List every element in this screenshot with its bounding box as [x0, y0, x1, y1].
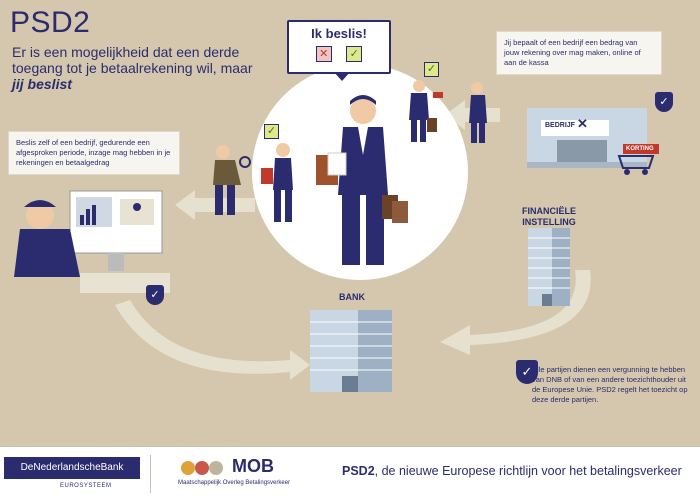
financial-institution-building	[528, 228, 570, 306]
approve-box-icon: ✓	[346, 46, 363, 62]
bank-building	[310, 310, 392, 392]
tagline-emphasis: PSD2	[342, 464, 375, 478]
dnb-subtitle: EUROSYSTEEM	[60, 483, 112, 489]
checkmark-icon: ✓	[424, 62, 439, 77]
subtitle-emphasis: jij beslist	[12, 76, 72, 92]
subtitle-text: Er is een mogelijkheid dat een derde toe…	[12, 44, 253, 76]
page-title: PSD2	[10, 6, 91, 39]
bubble-title: Ik beslis!	[311, 26, 367, 41]
footer-divider	[150, 455, 151, 493]
label-line-2: INSTELLING	[522, 217, 576, 227]
shield-check-icon: ✓	[146, 285, 164, 305]
infographic: PSD2 Er is een mogelijkheid dat een derd…	[8, 6, 688, 404]
tagline-text: , de nieuwe Europese richtlijn voor het …	[374, 464, 682, 478]
shop-sign-text: BEDRIJF	[545, 122, 575, 129]
reject-box-icon: ✕	[315, 46, 332, 62]
decision-maker-figure	[316, 95, 408, 265]
footer-tagline: PSD2, de nieuwe Europese richtlijn voor …	[342, 464, 682, 478]
shield-check-icon: ✓	[655, 92, 673, 112]
inspection-figures	[213, 143, 293, 222]
bubble-choices: ✕ ✓	[289, 44, 389, 62]
note-insight: Beslis zelf of een bedrijf, gedurende ee…	[8, 131, 180, 175]
cross-icon: ✕	[577, 116, 588, 131]
subtitle: Er is een mogelijkheid dat een derde toe…	[12, 44, 267, 92]
shield-check-icon: ✓	[516, 360, 538, 384]
mob-circles-icon	[181, 461, 223, 475]
mob-subtitle: Maatschappelijk Overleg Betalingsverkeer	[178, 480, 291, 486]
decision-bubble: Ik beslis! ✕ ✓	[287, 20, 391, 81]
payment-figures	[409, 80, 487, 143]
computer-user-figure	[14, 190, 170, 293]
checkmark-icon: ✓	[264, 124, 279, 139]
discount-sign-text: KORTING	[626, 146, 654, 152]
footer-bar: DeNederlandscheBank EUROSYSTEEM MOB Maat…	[0, 446, 700, 499]
bank-label: BANK	[339, 292, 365, 302]
shop-building	[527, 108, 659, 175]
label-line-1: FINANCIËLE	[522, 206, 576, 216]
note-supervision: Alle partijen dienen een vergunning te h…	[532, 365, 688, 404]
mob-logo: MOB	[232, 456, 274, 476]
note-payment: Jij bepaalt of een bedrijf een bedrag va…	[496, 31, 662, 75]
financial-institution-label: FINANCIËLE INSTELLING	[504, 206, 594, 228]
dnb-logo: DeNederlandscheBank	[4, 457, 140, 479]
